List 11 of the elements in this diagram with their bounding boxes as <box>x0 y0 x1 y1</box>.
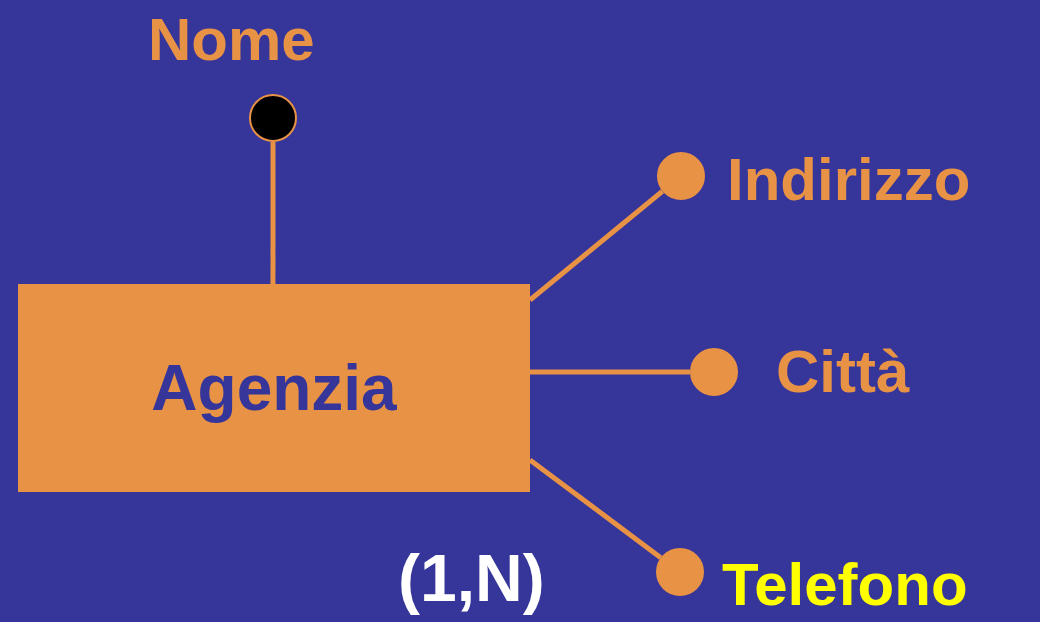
attribute-circle <box>656 548 704 596</box>
entity-box: Agenzia <box>18 284 530 492</box>
attribute-label: Città <box>776 342 910 402</box>
attribute-label: Nome <box>148 10 315 70</box>
attribute-label: Indirizzo <box>727 150 971 210</box>
connector-line <box>270 142 276 284</box>
attribute-circle <box>249 94 297 142</box>
connector-line <box>530 369 690 375</box>
attribute-label: Telefono <box>722 555 968 615</box>
attribute-circle <box>657 152 705 200</box>
attribute-circle <box>690 348 738 396</box>
